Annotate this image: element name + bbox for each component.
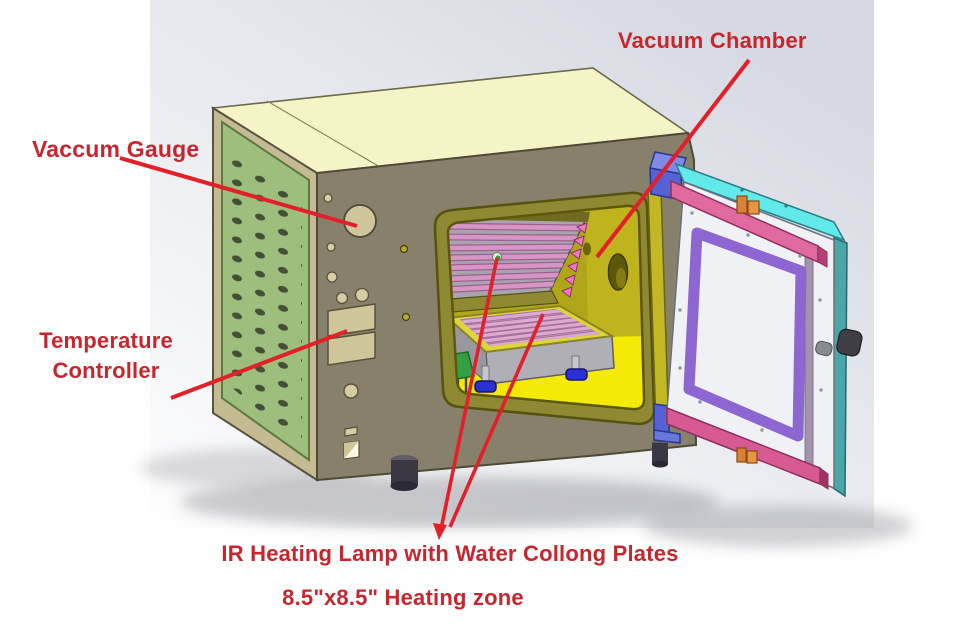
leader-temperature-controller	[170, 329, 348, 400]
door-top-edge	[674, 162, 846, 242]
label-ir-heating-lamp: IR Heating Lamp with Water Collong Plate…	[221, 541, 679, 566]
front-panel-button	[335, 291, 349, 305]
front-panel-sticker-fold	[344, 441, 359, 459]
door-side-edge	[832, 236, 848, 498]
leader-heating-plate	[448, 313, 545, 528]
label-temperature-controller-line1: Temperature	[39, 328, 173, 353]
top-panel-seam	[266, 100, 381, 168]
label-vacuum-chamber: Vacuum Chamber	[618, 28, 807, 53]
leader-arrowhead	[433, 523, 447, 540]
door-screws	[678, 188, 823, 432]
front-panel-hole	[401, 312, 411, 322]
lamp-panel-bottom-bar	[447, 290, 559, 314]
label-temperature-controller-line2: Controller	[52, 358, 160, 383]
temperature-controller-display-2	[327, 331, 376, 366]
oven-feet	[390, 439, 668, 491]
leader-vaccum-gauge	[119, 156, 358, 228]
chamber-port-hole-inner	[616, 268, 626, 288]
plate-tubes	[459, 309, 600, 346]
ir-lamp-tubes	[447, 222, 583, 294]
front-panel-button	[343, 383, 359, 399]
lamp-connectors	[560, 222, 588, 298]
annotation-leaders	[119, 58, 751, 540]
chamber-opening-inner-edge	[446, 204, 646, 411]
front-panel-hole	[399, 244, 409, 254]
heating-zone-plate	[447, 304, 616, 393]
chamber-door	[665, 162, 863, 498]
door-face	[665, 180, 835, 490]
oven-body	[210, 67, 698, 482]
vacuum-gauge	[343, 204, 377, 238]
door-hinge-bottom	[653, 403, 681, 444]
front-panel-hole	[326, 242, 336, 252]
front-panel-slot	[344, 426, 358, 437]
door-seal-gasket	[683, 227, 807, 442]
label-heating-zone: 8.5"x8.5" Heating zone	[282, 585, 524, 610]
leader-ir-lamp	[438, 257, 499, 535]
front-panel-button	[326, 271, 338, 283]
label-temperature-controller: Temperature Controller	[25, 326, 187, 386]
vent-slots	[230, 146, 302, 446]
leveling-foot-right	[565, 355, 588, 381]
front-panel-controls	[323, 193, 411, 460]
label-vaccum-gauge: Vaccum Gauge	[32, 136, 200, 162]
leveling-foot-left	[474, 365, 497, 393]
door-bottom-rail	[666, 406, 829, 490]
door-handle	[815, 328, 863, 357]
vacuum-chamber-interior	[447, 205, 645, 410]
foot-front-right	[652, 443, 668, 464]
door-clamp-bottom	[736, 447, 758, 464]
front-panel-button	[354, 287, 370, 303]
leader-vacuum-chamber	[595, 58, 751, 259]
temperature-controller-display-1	[327, 303, 376, 337]
door-clamp-top	[736, 195, 760, 215]
chamber-small-port	[583, 242, 591, 256]
front-panel-hole	[323, 193, 333, 203]
door-top-rail	[670, 179, 828, 268]
